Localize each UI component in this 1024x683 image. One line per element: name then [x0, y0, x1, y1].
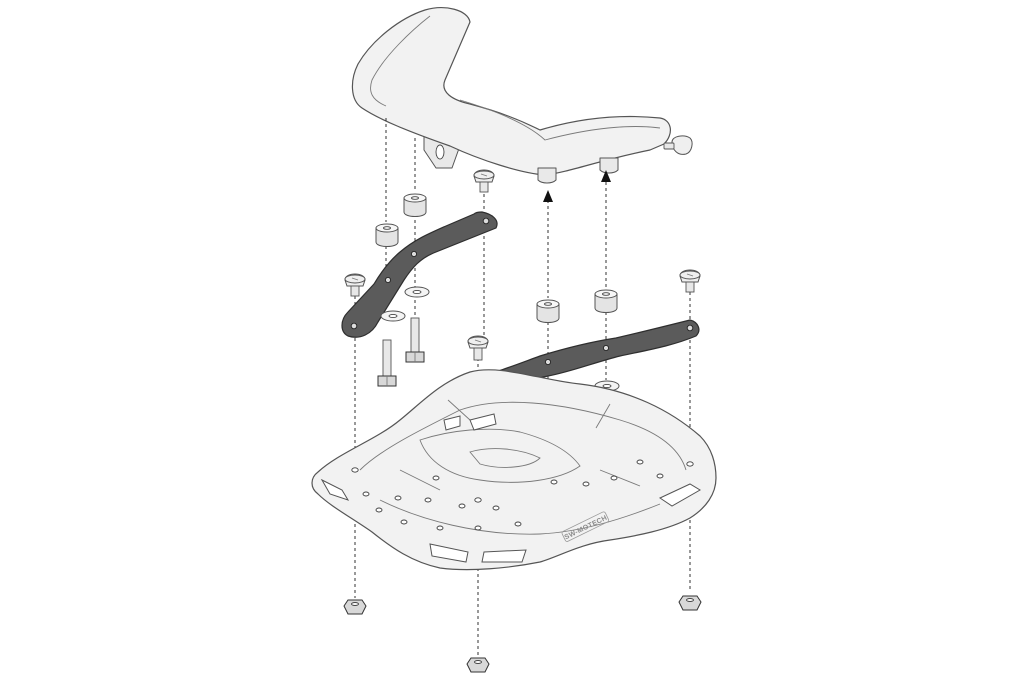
arrow-up-icon: [601, 170, 611, 182]
washer: [404, 286, 430, 298]
spacer: [403, 193, 427, 217]
bolt: [344, 273, 366, 297]
spacer: [375, 223, 399, 247]
bolt: [473, 169, 495, 193]
spacer: [536, 299, 560, 323]
left-adapter-bracket: [341, 211, 498, 338]
spacer: [594, 289, 618, 313]
nut: [678, 595, 702, 611]
bolt: [679, 269, 701, 293]
washer: [380, 310, 406, 322]
luggage-rack-plate: SW-MOTECH: [311, 369, 717, 571]
stud-bolt: [405, 317, 425, 363]
nut: [466, 657, 490, 673]
stud-bolt: [377, 339, 397, 387]
arrow-up-icon: [543, 190, 553, 202]
grab-handle: [351, 7, 693, 184]
bolt: [467, 335, 489, 361]
nut: [343, 599, 367, 615]
